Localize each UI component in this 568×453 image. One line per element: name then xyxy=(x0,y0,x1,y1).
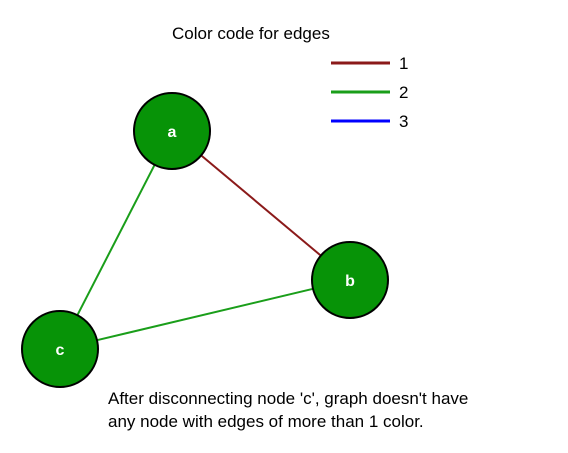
legend: 1 2 3 xyxy=(331,54,408,131)
node-a xyxy=(133,92,211,170)
edge-b-c xyxy=(96,287,314,342)
legend-title: Color code for edges xyxy=(172,24,330,43)
node-label-c: c xyxy=(56,342,65,359)
caption: After disconnecting node 'c', graph does… xyxy=(108,387,558,433)
legend-label-3: 3 xyxy=(399,112,408,131)
node-label-b: b xyxy=(345,273,355,290)
edges xyxy=(76,154,322,342)
legend-label-1: 1 xyxy=(399,54,408,73)
edge-a-b xyxy=(200,154,322,257)
legend-label-2: 2 xyxy=(399,83,408,102)
node-c xyxy=(21,310,99,388)
caption-line-2: any node with edges of more than 1 color… xyxy=(108,412,424,431)
nodes: a b c xyxy=(21,92,389,388)
node-b xyxy=(311,241,389,319)
caption-line-1: After disconnecting node 'c', graph does… xyxy=(108,389,469,408)
node-label-a: a xyxy=(168,124,177,141)
edge-a-c xyxy=(76,164,156,316)
